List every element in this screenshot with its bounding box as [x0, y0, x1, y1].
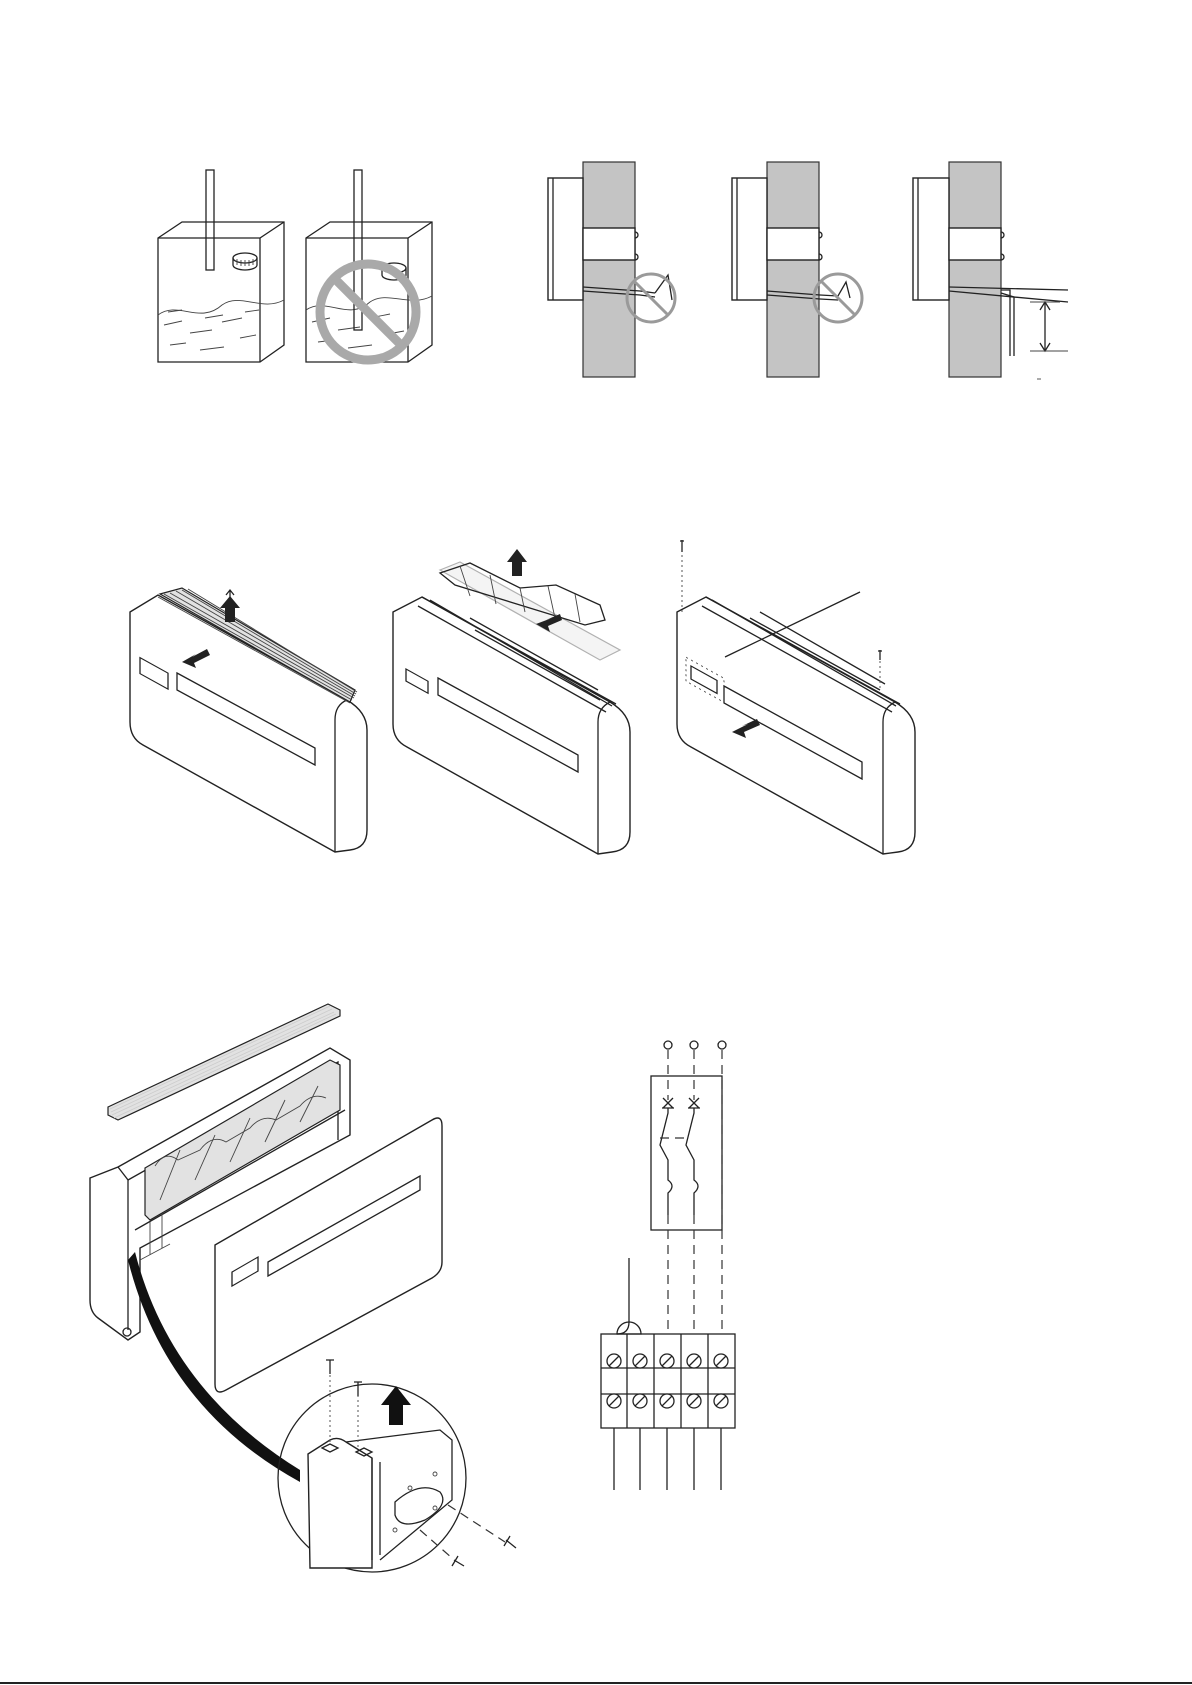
fig-drain-water-container — [158, 170, 432, 362]
terminal-N — [690, 1041, 698, 1049]
up-arrow-icon — [507, 549, 527, 576]
terminal-L — [664, 1041, 672, 1049]
fig-unit-exploded-view — [90, 1004, 516, 1572]
terminal-PE — [718, 1041, 726, 1049]
unit-step-1 — [130, 588, 367, 852]
terminal-block — [601, 1334, 735, 1428]
container-correct — [158, 170, 284, 362]
circuit-breaker — [651, 1076, 722, 1230]
detail-magnifier — [278, 1384, 466, 1572]
wall-section-wrong-2 — [732, 162, 862, 377]
fig-unit-cover-removal — [130, 540, 915, 854]
unit-step-2 — [393, 549, 630, 854]
up-arrow-icon — [381, 1386, 411, 1425]
container-prohibited — [306, 170, 432, 362]
fig-drain-pipe-slope — [548, 162, 1068, 379]
fig-electrical-wiring — [601, 1041, 735, 1490]
wall-section-correct — [913, 162, 1068, 379]
wall-section-wrong-1 — [548, 162, 675, 377]
unit-step-3 — [677, 540, 915, 854]
